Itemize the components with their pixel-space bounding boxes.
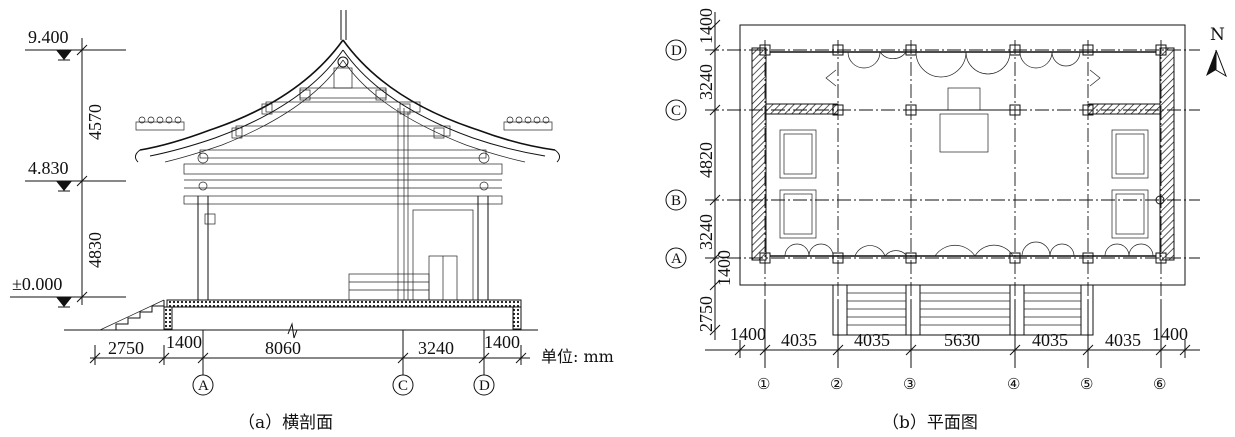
plan-columns — [759, 44, 1167, 264]
plan-axis-3: ③ — [903, 377, 916, 393]
elevation-marks: 9.400 4.830 ±0.000 — [10, 27, 126, 308]
plan-dim-h-5: 4035 — [1032, 330, 1068, 350]
axis-label-d: D — [479, 378, 490, 394]
north-arrow-icon — [1206, 50, 1216, 76]
dim-height-upper: 4570 — [85, 104, 105, 140]
section-horizontal-dimensions: 2750 1400 8060 3240 1400 单位: mm — [89, 330, 614, 375]
cross-section-drawing: 9.400 4.830 ±0.000 4570 4830 — [10, 10, 614, 433]
north-label: N — [1210, 25, 1225, 45]
elevation-top-label: 9.400 — [28, 27, 69, 47]
plan-caption: （b）平面图 — [882, 413, 978, 433]
dim-steps: 2750 — [108, 338, 144, 358]
section-caption: （a）横剖面 — [238, 413, 333, 433]
plan-grid-lines — [705, 40, 1200, 300]
dim-span-ac: 8060 — [265, 338, 301, 358]
dim-height-lower: 4830 — [85, 232, 105, 268]
plan-axis-5: ⑤ — [1080, 377, 1093, 393]
section-base — [64, 299, 538, 339]
plan-walls — [751, 47, 1175, 261]
north-arrow: N — [1206, 25, 1227, 78]
plan-dim-h-4: 5630 — [944, 330, 980, 350]
plan-dim-h-3: 4035 — [854, 330, 890, 350]
plan-dim-v-1: 1400 — [696, 8, 716, 44]
plan-axis-4: ④ — [1007, 377, 1020, 393]
plan-dim-h-7: 1400 — [1152, 324, 1188, 344]
plan-axis-c: C — [671, 103, 681, 119]
roof-structure — [134, 10, 561, 300]
plan-dim-v-2: 3240 — [696, 64, 716, 100]
plan-dim-v-6: 2750 — [696, 296, 716, 332]
plan-dim-v-5: 1400 — [714, 250, 734, 286]
section-axis-bubbles: A C D — [192, 374, 495, 396]
section-vertical-dimensions: 4570 4830 — [76, 38, 105, 305]
plan-axis-b: B — [671, 193, 681, 209]
plan-front-steps — [832, 284, 1094, 336]
dim-eave-left: 1400 — [166, 332, 202, 352]
plan-axis-2: ② — [830, 377, 843, 393]
ridge-ornament-left — [135, 116, 185, 131]
elevation-base-label: ±0.000 — [12, 274, 62, 294]
bracket-sets — [197, 89, 490, 191]
elevation-mid-label: 4.830 — [28, 158, 69, 178]
axis-label-c: C — [398, 378, 408, 394]
plan-dim-h-1: 1400 — [730, 324, 766, 344]
plan-dim-v-4: 3240 — [696, 214, 716, 250]
plan-horizontal-dimensions: 1400 4035 4035 5630 4035 4035 1400 — [705, 300, 1200, 368]
ridge-ornament-right — [503, 116, 553, 131]
dim-span-cd: 3240 — [418, 338, 454, 358]
axis-label-a: A — [198, 378, 209, 394]
plan-column-axes: ① ② ③ ④ ⑤ ⑥ — [757, 377, 1166, 393]
plan-dim-h-2: 4035 — [781, 330, 817, 350]
plan-axis-a: A — [671, 251, 682, 267]
plan-doors — [770, 51, 1156, 257]
plan-axis-6: ⑥ — [1153, 377, 1166, 393]
plan-dim-h-6: 4035 — [1105, 330, 1141, 350]
plan-axis-1: ① — [757, 377, 770, 393]
section-columns — [197, 196, 489, 301]
plan-dim-v-3: 4820 — [696, 142, 716, 178]
plan-interior — [779, 87, 1149, 239]
plan-drawing: 1400 3240 4820 3240 1400 2750 D C B A — [665, 8, 1227, 433]
plan-vertical-dimensions: 1400 3240 4820 3240 1400 2750 — [696, 8, 734, 340]
plan-axis-d: D — [671, 43, 682, 59]
unit-label: 单位: mm — [541, 347, 614, 366]
dim-eave-right: 1400 — [484, 332, 520, 352]
plan-row-axes: D C B A — [665, 39, 687, 269]
